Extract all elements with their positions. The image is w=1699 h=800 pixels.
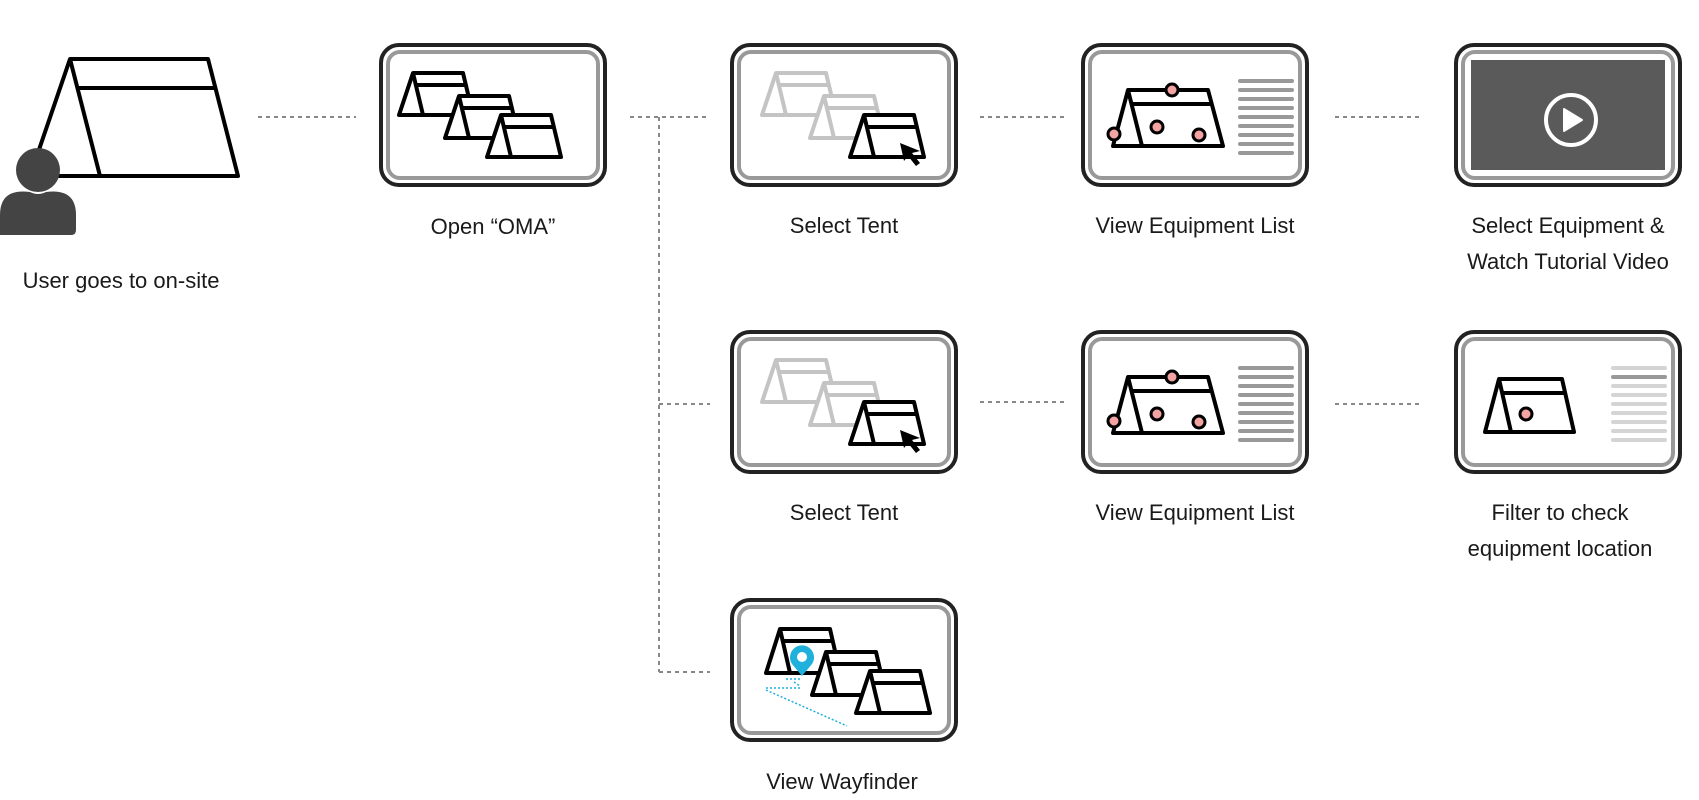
step-label-view-equipment-list-2: View Equipment List xyxy=(1095,500,1295,525)
location-pin-icon xyxy=(790,645,814,676)
list-lines xyxy=(1611,366,1667,442)
start-label: User goes to on-site xyxy=(22,268,220,293)
user-icon xyxy=(0,148,76,235)
user-with-tent-icon xyxy=(0,57,240,235)
step-select-tent-1[interactable] xyxy=(730,43,958,187)
step-label-view-wayfinder: View Wayfinder xyxy=(766,769,918,794)
step-watch-video[interactable] xyxy=(1454,43,1682,187)
step-label-watch-video-line1: Select Equipment & xyxy=(1471,213,1665,238)
equipment-list-icon xyxy=(1106,366,1294,442)
equipment-list-icon xyxy=(1106,79,1294,155)
step-label-select-tent-2: Select Tent xyxy=(789,500,899,525)
step-view-equipment-list-1[interactable] xyxy=(1081,43,1309,187)
play-video-icon[interactable] xyxy=(1458,47,1686,191)
step-view-wayfinder[interactable] xyxy=(730,598,958,742)
equipment-dots xyxy=(1106,369,1207,430)
step-open-oma[interactable] xyxy=(379,43,607,187)
select-tent-icon xyxy=(760,71,926,166)
step-filter-location[interactable] xyxy=(1454,330,1682,474)
step-label-filter-line1: Filter to check xyxy=(1491,500,1629,525)
step-label-view-equipment-list-1: View Equipment List xyxy=(1095,213,1295,238)
wayfinder-path xyxy=(765,678,848,727)
list-lines xyxy=(1238,79,1294,155)
equipment-dots xyxy=(1106,82,1207,143)
step-view-equipment-list-2[interactable] xyxy=(1081,330,1309,474)
step-label-open-oma: Open “OMA” xyxy=(430,214,556,239)
filtered-list-icon xyxy=(1483,366,1667,442)
equipment-dot xyxy=(1518,406,1534,422)
step-label-select-tent-1: Select Tent xyxy=(789,213,899,238)
step-select-tent-2[interactable] xyxy=(730,330,958,474)
cursor-icon xyxy=(900,143,920,166)
step-label-filter-line2: equipment location xyxy=(1467,536,1653,561)
step-label-watch-video-line2: Watch Tutorial Video xyxy=(1467,249,1669,274)
wayfinder-map-icon xyxy=(764,627,932,727)
big-tent-outline xyxy=(28,57,240,178)
cursor-icon xyxy=(900,430,920,453)
list-lines xyxy=(1238,366,1294,442)
tents-group-icon xyxy=(397,71,563,159)
select-tent-icon xyxy=(760,358,926,453)
